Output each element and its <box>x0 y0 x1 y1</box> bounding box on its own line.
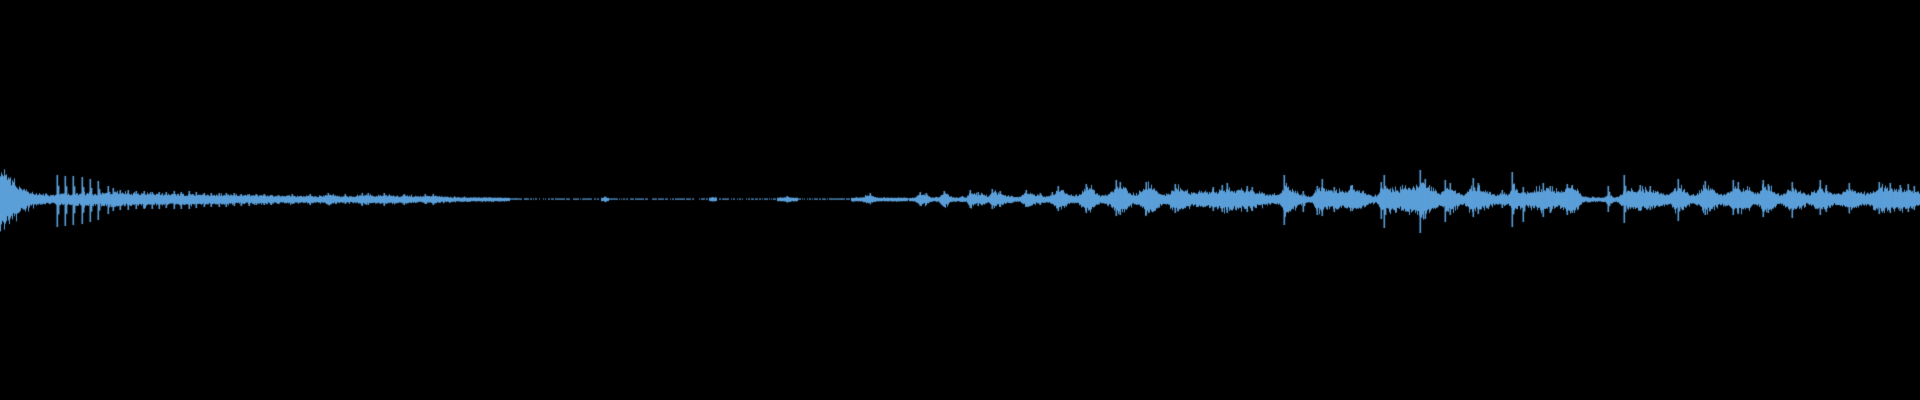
audio-waveform[interactable] <box>0 0 1920 400</box>
audio-waveform-panel <box>0 0 1920 400</box>
